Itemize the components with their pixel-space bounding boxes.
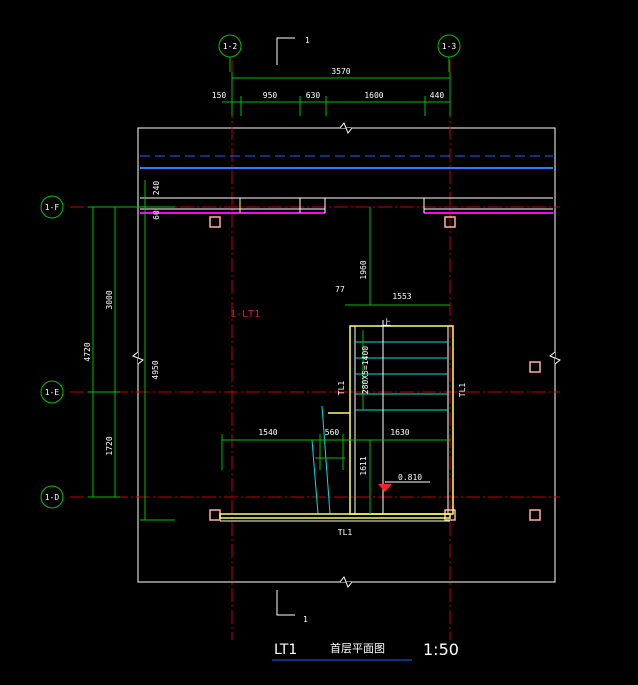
stair <box>219 320 454 522</box>
axis-label: 1-E <box>45 388 60 397</box>
stair-up-label: 上 <box>383 318 391 327</box>
dim-overall-top: 3570 <box>331 67 350 76</box>
dim-text: 1611 <box>359 456 368 475</box>
section-mark-top: 1 <box>276 36 310 65</box>
beam-label: TL1 <box>337 381 346 396</box>
dim-text: 1600 <box>364 91 383 100</box>
break-line-left <box>132 351 144 365</box>
dim-text: 630 <box>306 91 321 100</box>
beam-label: TL1 <box>458 383 467 398</box>
wall-1f <box>140 197 553 214</box>
dim-text: 950 <box>263 91 278 100</box>
axis-bubble-1-2: 1-2 <box>218 34 242 58</box>
dim-text: 1553 <box>392 292 411 301</box>
section-number: 1 <box>303 615 308 624</box>
axis-label: 1-3 <box>442 42 457 51</box>
column <box>444 216 456 228</box>
column <box>529 509 541 521</box>
dim-text: 77 <box>335 285 345 294</box>
axis-label: 1-2 <box>223 42 238 51</box>
dim-left-lower: 1720 <box>105 436 114 455</box>
dim-steps: 280X5=1400 <box>361 346 370 394</box>
dim-text: 150 <box>212 91 227 100</box>
break-line-bottom <box>339 576 353 588</box>
break-line-top <box>339 122 353 134</box>
columns <box>209 216 541 521</box>
axis-label: 1-D <box>45 493 60 502</box>
dim-left-overall: 4720 <box>83 342 92 361</box>
dim-text: 560 <box>325 428 340 437</box>
drawing-scale: 1:50 <box>423 640 459 659</box>
column <box>209 509 221 521</box>
dim-text: 1630 <box>390 428 409 437</box>
dim-text: 440 <box>430 91 445 100</box>
dim-left-upper: 3000 <box>105 290 114 309</box>
stair-tag: 1-LT1 <box>230 309 260 320</box>
column <box>209 216 221 228</box>
dim-small: 60 <box>152 210 161 220</box>
dim-text: 1540 <box>258 428 277 437</box>
dim-top-gap: 1960 <box>359 260 368 279</box>
level-marker: 0.810 <box>378 473 430 492</box>
axis-bubble-1-e: 1-E <box>40 380 64 404</box>
drawing-name: 首层平面图 <box>330 641 385 655</box>
dimension-lines <box>88 72 451 521</box>
column <box>529 361 541 373</box>
beam-label: TL1 <box>338 528 353 537</box>
axis-label: 1-F <box>45 203 60 212</box>
level-value: 0.810 <box>398 473 422 482</box>
section-number: 1 <box>305 36 310 45</box>
break-line-right <box>549 351 561 365</box>
column <box>444 509 456 521</box>
axis-lines <box>70 60 560 640</box>
section-mark-bottom: 1 <box>276 590 308 624</box>
axis-bubble-1-d: 1-D <box>40 485 64 509</box>
dim-left-inner: 4950 <box>151 360 160 379</box>
axis-bubble-1-f: 1-F <box>40 195 64 219</box>
dim-small: 240 <box>152 181 161 196</box>
axis-bubble-1-3: 1-3 <box>437 34 461 58</box>
drawing-code: LT1 <box>274 642 297 658</box>
